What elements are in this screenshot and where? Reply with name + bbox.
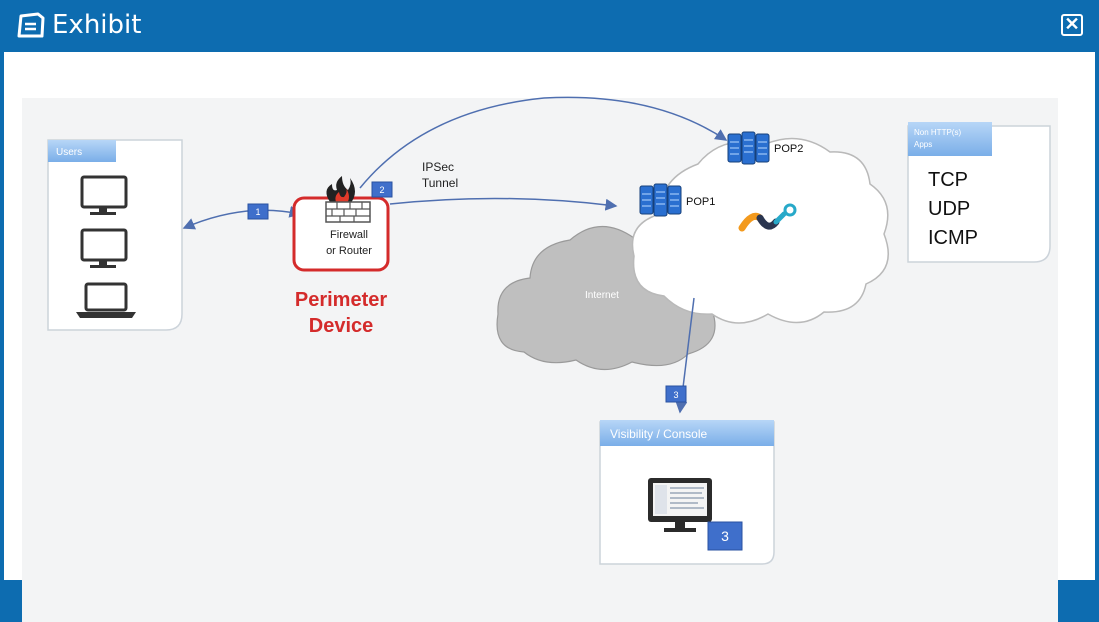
perimeter-caption-line1: Perimeter xyxy=(295,289,387,311)
perimeter-caption-line2: Device xyxy=(309,315,374,337)
service-logo-icon xyxy=(738,203,797,232)
protocol-tcp: TCP xyxy=(928,169,968,191)
visibility-console-panel: Visibility / Console 3 xyxy=(599,420,775,565)
step-2-badge: 2 xyxy=(371,181,393,198)
protocol-udp: UDP xyxy=(928,198,970,220)
console-monitor-icon xyxy=(648,478,712,532)
pop2-server-icon xyxy=(727,131,770,165)
step-3-badge: 3 xyxy=(665,385,687,403)
console-badge: 3 xyxy=(707,521,743,551)
device-label-line2: or Router xyxy=(326,245,372,257)
users-to-firewall-arrow xyxy=(182,205,302,230)
apps-panel-header xyxy=(908,122,992,156)
internet-label: Internet xyxy=(585,290,619,301)
step-1-badge: 1 xyxy=(247,203,269,220)
title-bar: Exhibit ✕ xyxy=(0,0,1099,52)
svg-text:3: 3 xyxy=(721,528,729,544)
svg-text:2: 2 xyxy=(379,185,384,195)
exhibit-content: Users 1 xyxy=(4,52,1095,622)
non-http-apps-panel: Non HTTP(s) Apps TCP UDP ICMP xyxy=(907,122,1051,263)
svg-text:1: 1 xyxy=(255,207,260,217)
svg-text:3: 3 xyxy=(673,390,678,400)
users-panel-title: Users xyxy=(56,147,82,158)
firewall-icon xyxy=(325,176,371,223)
device-label-line1: Firewall xyxy=(330,229,368,241)
window-title: Exhibit xyxy=(52,10,142,40)
users-panel: Users xyxy=(47,139,183,331)
network-diagram: Users 1 xyxy=(47,96,1051,565)
users-panel-header xyxy=(48,140,116,162)
apps-panel-title-line2: Apps xyxy=(914,140,932,149)
laptop-icon xyxy=(76,282,136,318)
perimeter-device: Firewall or Router Perimeter Device xyxy=(292,176,390,337)
pop1-server-icon xyxy=(639,183,682,217)
tunnel-label-line1: IPSec xyxy=(422,160,454,174)
protocol-icmp: ICMP xyxy=(928,227,978,249)
close-button[interactable]: ✕ xyxy=(1061,14,1083,36)
pop1-label: POP1 xyxy=(686,196,715,208)
exhibit-icon xyxy=(17,12,45,38)
console-panel-title: Visibility / Console xyxy=(610,427,707,441)
pop2-label: POP2 xyxy=(774,143,803,155)
tunnel-to-pop2-arrow xyxy=(359,96,728,189)
tunnel-to-pop1-arrow xyxy=(389,197,618,211)
desktop-monitor-icon xyxy=(80,228,128,268)
desktop-monitor-icon xyxy=(80,175,128,215)
console-panel-header xyxy=(600,420,774,446)
service-cloud xyxy=(631,137,889,324)
tunnel-label-line2: Tunnel xyxy=(422,176,458,190)
apps-panel-title-line1: Non HTTP(s) xyxy=(914,128,961,137)
